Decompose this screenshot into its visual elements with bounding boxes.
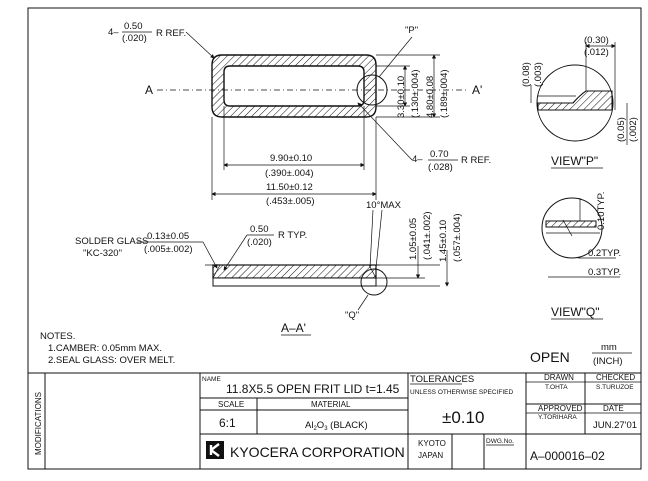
solder-glass-name: "KC-320"	[83, 248, 122, 259]
sheet-border	[27, 7, 642, 470]
inner-width-in: (.390±.004)	[265, 168, 314, 179]
material-value: Al2O3 (BLACK)	[305, 420, 368, 432]
view-p-top-in: (.012)	[584, 47, 609, 58]
lid-frame-hatched	[211, 54, 377, 118]
plan-view: A A' 4– 0.50 (.020) R REF. "P" 3.30±0.10…	[108, 21, 491, 207]
view-q-typ-vertical: 0.10TYP.	[596, 192, 607, 230]
date-label: DATE	[603, 404, 624, 413]
frit-height-mm: 1.05±0.05	[408, 218, 419, 260]
note-1: 1.CAMBER: 0.05mm MAX.	[48, 343, 162, 354]
section-body	[212, 264, 377, 279]
inner-radius-num: 0.70	[430, 149, 449, 160]
company-country: JAPAN	[418, 451, 443, 460]
solder-glass-label: SOLDER GLASS	[75, 236, 148, 247]
approved-label: APPROVED	[538, 404, 583, 413]
view-q: 0.10TYP. 0.2TYP. 0.3TYP. VIEW"Q"	[541, 192, 621, 320]
name-label: NAME	[202, 376, 221, 383]
section-title: A–A'	[281, 321, 306, 335]
note-2: 2.SEAL GLASS: OVER MELT.	[48, 355, 175, 366]
unit-inch: (INCH)	[593, 356, 623, 367]
inner-radius-prefix: 4–	[412, 154, 423, 165]
section-angle: 10°MAX	[366, 200, 402, 211]
dwg-label: DWG.No.	[486, 438, 514, 445]
solder-glass-in: (.005±.002)	[144, 244, 193, 255]
date-value: JUN.27'01	[593, 420, 637, 431]
section-radius-den: (.020)	[247, 237, 272, 248]
tolerances-note: UNLESS OTHERWISE SPECIFIED	[410, 389, 513, 396]
view-q-title: VIEW"Q"	[551, 305, 600, 319]
scale-value: 6:1	[219, 416, 236, 430]
scale-label: SCALE	[218, 400, 244, 409]
company-name: KYOCERA CORPORATION	[230, 444, 405, 460]
view-p-title: VIEW"P"	[551, 154, 598, 168]
view-p-left-mm: (0.08)	[521, 62, 532, 87]
view-q-typ1: 0.2TYP.	[588, 248, 621, 259]
outer-height-in: (.189±.004)	[439, 69, 450, 118]
name-value: 11.8X5.5 OPEN FRIT LID t=1.45	[226, 382, 400, 396]
corner-radius-den: (.020)	[122, 33, 147, 44]
section-view: SOLDER GLASS "KC-320" 0.13±0.05 (.005±.0…	[75, 200, 463, 336]
section-base	[212, 277, 377, 287]
checked-label: CHECKED	[596, 373, 635, 382]
section-radius-num: 0.50	[250, 224, 269, 235]
corner-radius-prefix: 4–	[108, 27, 119, 38]
company-city: KYOTO	[418, 439, 446, 448]
total-height-mm: 1.45±0.10	[438, 220, 449, 262]
inner-radius-den: (.028)	[428, 162, 453, 173]
inner-width-mm: 9.90±0.10	[270, 153, 312, 164]
frit-height-in: (.041±.002)	[422, 211, 433, 260]
detail-q-label: "Q"	[345, 310, 359, 321]
inner-height-in: (.130±.004)	[410, 69, 421, 118]
notes-heading: NOTES.	[40, 331, 75, 342]
dwg-value: A–000016–02	[530, 449, 605, 463]
section-radius-suffix: R TYP.	[278, 230, 307, 241]
corner-radius-suffix: R REF.	[156, 28, 186, 39]
modifications-label: MODIFICATIONS	[34, 392, 43, 455]
section-label-left: A	[145, 83, 153, 97]
view-p: (0.30) (.012) (0.08) (.003) (0.05) (.002…	[521, 35, 639, 169]
outer-width-in: (.453±.005)	[266, 196, 315, 207]
unit-mm: mm	[601, 342, 617, 353]
section-label-right: A'	[472, 83, 482, 97]
inner-radius-suffix: R REF.	[461, 155, 491, 166]
view-p-left-in: (.003)	[533, 62, 544, 87]
view-p-right-in: (.002)	[628, 117, 639, 142]
approved-name: Y.TORIHARA	[538, 414, 577, 421]
material-label: MATERIAL	[311, 400, 351, 409]
inner-height-mm: 3.30±0.10	[396, 76, 407, 118]
view-q-typ2: 0.3TYP.	[588, 267, 621, 278]
corner-radius-num: 0.50	[124, 21, 143, 32]
total-height-in: (.057±.004)	[452, 213, 463, 262]
drawn-name: T.OHTA	[545, 384, 568, 391]
checked-name: S.TURUZOE	[596, 384, 634, 391]
outer-width-mm: 11.50±0.12	[266, 182, 313, 193]
tolerances-label: TOLERANCES	[410, 374, 474, 385]
view-p-top-mm: (0.30)	[584, 35, 609, 46]
solder-glass-mm: 0.13±0.05	[147, 231, 189, 242]
view-p-right-mm: (0.05)	[616, 117, 627, 142]
tolerance-value: ±0.10	[442, 408, 484, 427]
open-label: OPEN	[530, 349, 570, 365]
outer-height-mm: 4.80±0.08	[425, 76, 436, 118]
drawn-label: DRAWN	[544, 373, 574, 382]
detail-p-label: "P"	[405, 25, 418, 36]
detail-p-circle	[356, 74, 388, 106]
title-block: MODIFICATIONS NAME 11.8X5.5 OPEN FRIT LI…	[28, 372, 641, 469]
kyocera-logo-icon	[206, 441, 224, 459]
detail-q-circle	[360, 268, 388, 296]
